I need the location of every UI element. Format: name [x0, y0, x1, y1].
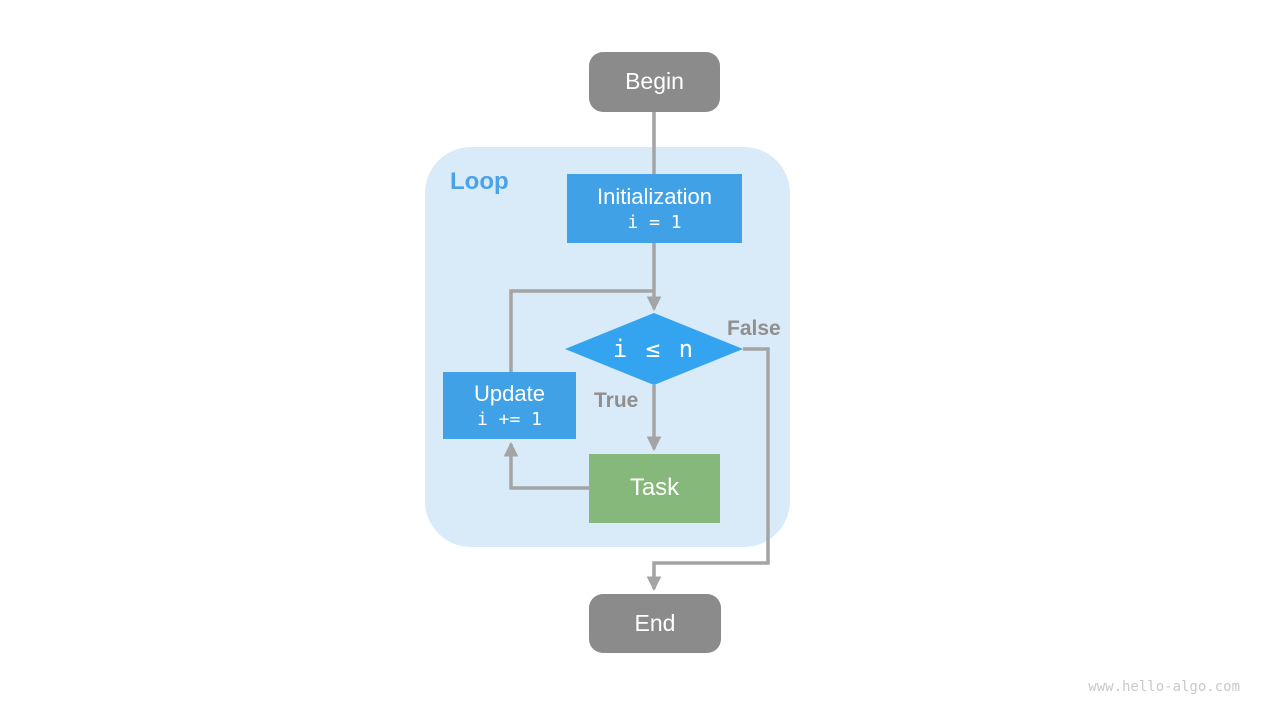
false-branch-label: False: [727, 317, 781, 340]
begin-node-label: Begin: [625, 68, 684, 95]
connector-condition-end: [646, 347, 770, 592]
update-node-title: Update: [474, 380, 545, 406]
watermark-text: www.hello-algo.com: [1088, 679, 1240, 695]
initialization-node: Initialization i = 1: [567, 174, 742, 243]
update-node-code: i += 1: [476, 408, 543, 430]
initialization-node-code: i = 1: [627, 211, 682, 233]
task-node-label: Task: [629, 474, 680, 502]
initialization-node-title: Initialization: [597, 183, 712, 209]
condition-node-label: i ≤ n: [612, 334, 696, 363]
connector-task-update: [503, 441, 589, 490]
loop-scope-label: Loop: [450, 168, 509, 195]
true-branch-label: True: [594, 389, 639, 412]
update-node: Update i += 1: [443, 372, 576, 439]
end-node-label: End: [634, 609, 676, 636]
connector-update-loopback: [509, 289, 654, 374]
task-node: Task: [589, 454, 720, 523]
end-node: End: [589, 594, 721, 653]
begin-node: Begin: [589, 52, 720, 112]
